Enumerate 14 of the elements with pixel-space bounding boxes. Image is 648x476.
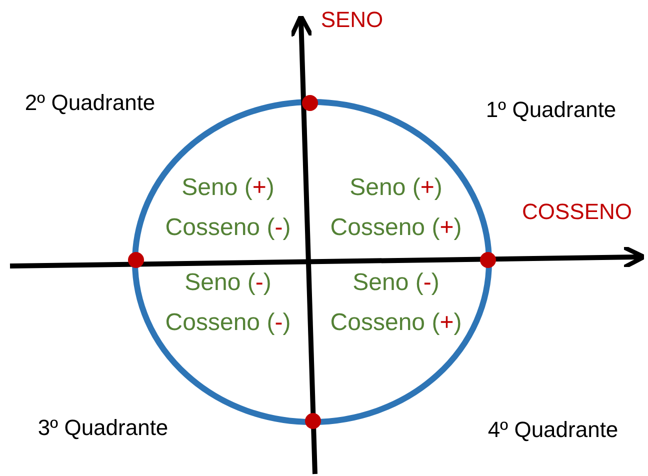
- sign-label: Cosseno (+): [330, 216, 462, 240]
- sign-label: Seno (+): [350, 176, 442, 200]
- sign-label: Cosseno (-): [165, 311, 291, 335]
- quadrant-label: 3º Quadrante: [38, 417, 168, 439]
- quadrant-label: 4º Quadrante: [488, 419, 618, 441]
- sign-label: Seno (-): [352, 271, 440, 295]
- sign-label: Seno (-): [184, 271, 272, 295]
- sign-label: Cosseno (-): [165, 216, 291, 240]
- axis-label: COSSENO: [522, 201, 632, 223]
- axis-label: SENO: [320, 9, 384, 31]
- sign-label: Cosseno (+): [330, 311, 462, 335]
- sign-label: Seno (+): [182, 176, 274, 200]
- quadrant-label: 2º Quadrante: [24, 92, 156, 114]
- quadrant-label: 1º Quadrante: [486, 99, 616, 121]
